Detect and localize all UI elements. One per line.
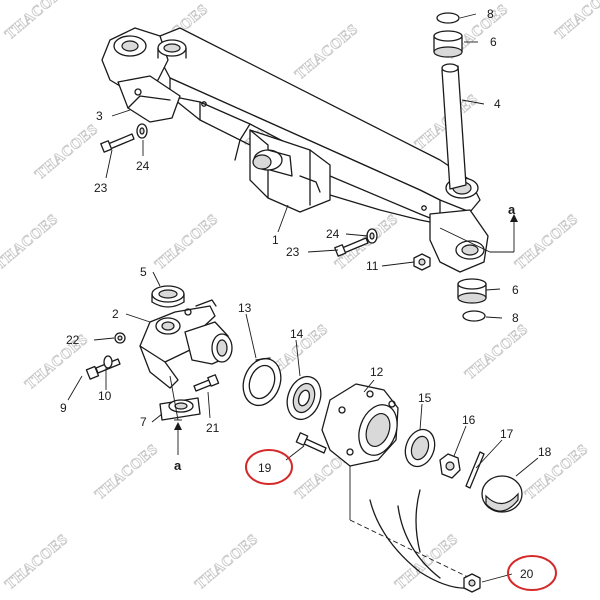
washer-right <box>366 228 378 244</box>
watermark-text: THACOES <box>32 121 101 183</box>
kingpin <box>441 63 467 190</box>
highlight-circle-20 <box>507 555 557 591</box>
watermark-text: THACOES <box>292 21 361 83</box>
callout-p6b: 6 <box>512 283 519 297</box>
callout-p23a: 23 <box>94 181 108 195</box>
highlight-circle-19 <box>245 449 293 485</box>
bearing-14 <box>286 375 322 421</box>
callout-p7: 7 <box>140 415 147 429</box>
washer-left <box>136 123 148 139</box>
callout-p11: 11 <box>366 259 379 273</box>
callout-p12: 12 <box>370 365 384 379</box>
bearing-15 <box>404 428 436 468</box>
watermark-text: THACOES <box>462 321 531 383</box>
leader-lines <box>67 13 539 583</box>
castle-nut-16 <box>439 453 461 479</box>
watermark-text: THACOES <box>152 211 221 273</box>
ref-arrow-upper <box>510 214 518 222</box>
oil-seal-13 <box>242 357 282 407</box>
callout-p4: 4 <box>494 97 501 111</box>
callout-p24b: 24 <box>326 227 340 241</box>
callout-p8b: 8 <box>512 311 519 325</box>
axle-beam <box>101 27 489 273</box>
wheel-nut-20 <box>463 573 481 593</box>
callout-p2: 2 <box>112 307 119 321</box>
ref-a-lower: a <box>174 458 182 473</box>
callout-p22: 22 <box>66 333 80 347</box>
watermark-text: THACOES <box>522 441 591 503</box>
wheel-rim <box>349 489 471 589</box>
callout-p6a: 6 <box>490 35 497 49</box>
thrust-washer <box>159 397 201 421</box>
ref-arrow-lower <box>174 422 182 430</box>
callout-p20: 20 <box>520 567 534 581</box>
callout-p10: 10 <box>98 389 112 403</box>
bolt-left <box>100 133 135 153</box>
watermark-text: THACOES <box>2 531 71 593</box>
needle-bearing-lower <box>457 278 487 304</box>
watermark-text: THACOES <box>92 441 161 503</box>
bolt-21 <box>193 374 220 392</box>
watermark-text: THACOES <box>2 0 71 43</box>
callout-p21: 21 <box>206 421 220 435</box>
o-ring-upper <box>436 12 460 24</box>
callout-p9: 9 <box>60 401 67 415</box>
cotter-pin-17 <box>465 451 485 489</box>
wheel-hub <box>321 383 399 467</box>
callout-labels: 8 6 4 3 24 23 1 24 23 11 6 8 5 2 22 9 10… <box>60 7 552 581</box>
callout-p23b: 23 <box>286 245 300 259</box>
steering-knuckle <box>139 299 233 389</box>
watermark-text: THACOES <box>392 531 461 593</box>
callout-p16: 16 <box>462 413 476 427</box>
callout-p1: 1 <box>272 233 279 247</box>
callout-p3: 3 <box>96 109 103 123</box>
washer-10 <box>103 355 113 369</box>
o-ring-lower <box>462 310 486 322</box>
callout-p19: 19 <box>258 461 272 475</box>
callout-p17: 17 <box>500 427 514 441</box>
watermark-text: THACOES <box>0 211 61 273</box>
watermark-text: THACOES <box>552 0 600 43</box>
watermark-text: THACOES <box>22 331 91 393</box>
hub-cap-18 <box>481 475 523 513</box>
watermark-text: THACOES <box>192 531 261 593</box>
bolt-9 <box>85 358 121 380</box>
callout-p8a: 8 <box>487 7 494 21</box>
callout-p5: 5 <box>140 265 147 279</box>
callout-p14: 14 <box>290 327 304 341</box>
needle-bearing-upper <box>433 30 463 58</box>
hub-bolt-19 <box>295 432 327 454</box>
watermark-text: THACOES <box>512 211 581 273</box>
ref-a-upper: a <box>508 202 516 217</box>
grease-nipple <box>114 332 126 344</box>
callout-p24a: 24 <box>136 159 150 173</box>
callout-p13: 13 <box>238 301 252 315</box>
bearing-5 <box>151 285 185 308</box>
bolt-right <box>334 237 369 257</box>
nut <box>413 253 431 271</box>
callout-p18: 18 <box>538 445 552 459</box>
callout-p15: 15 <box>418 391 432 405</box>
